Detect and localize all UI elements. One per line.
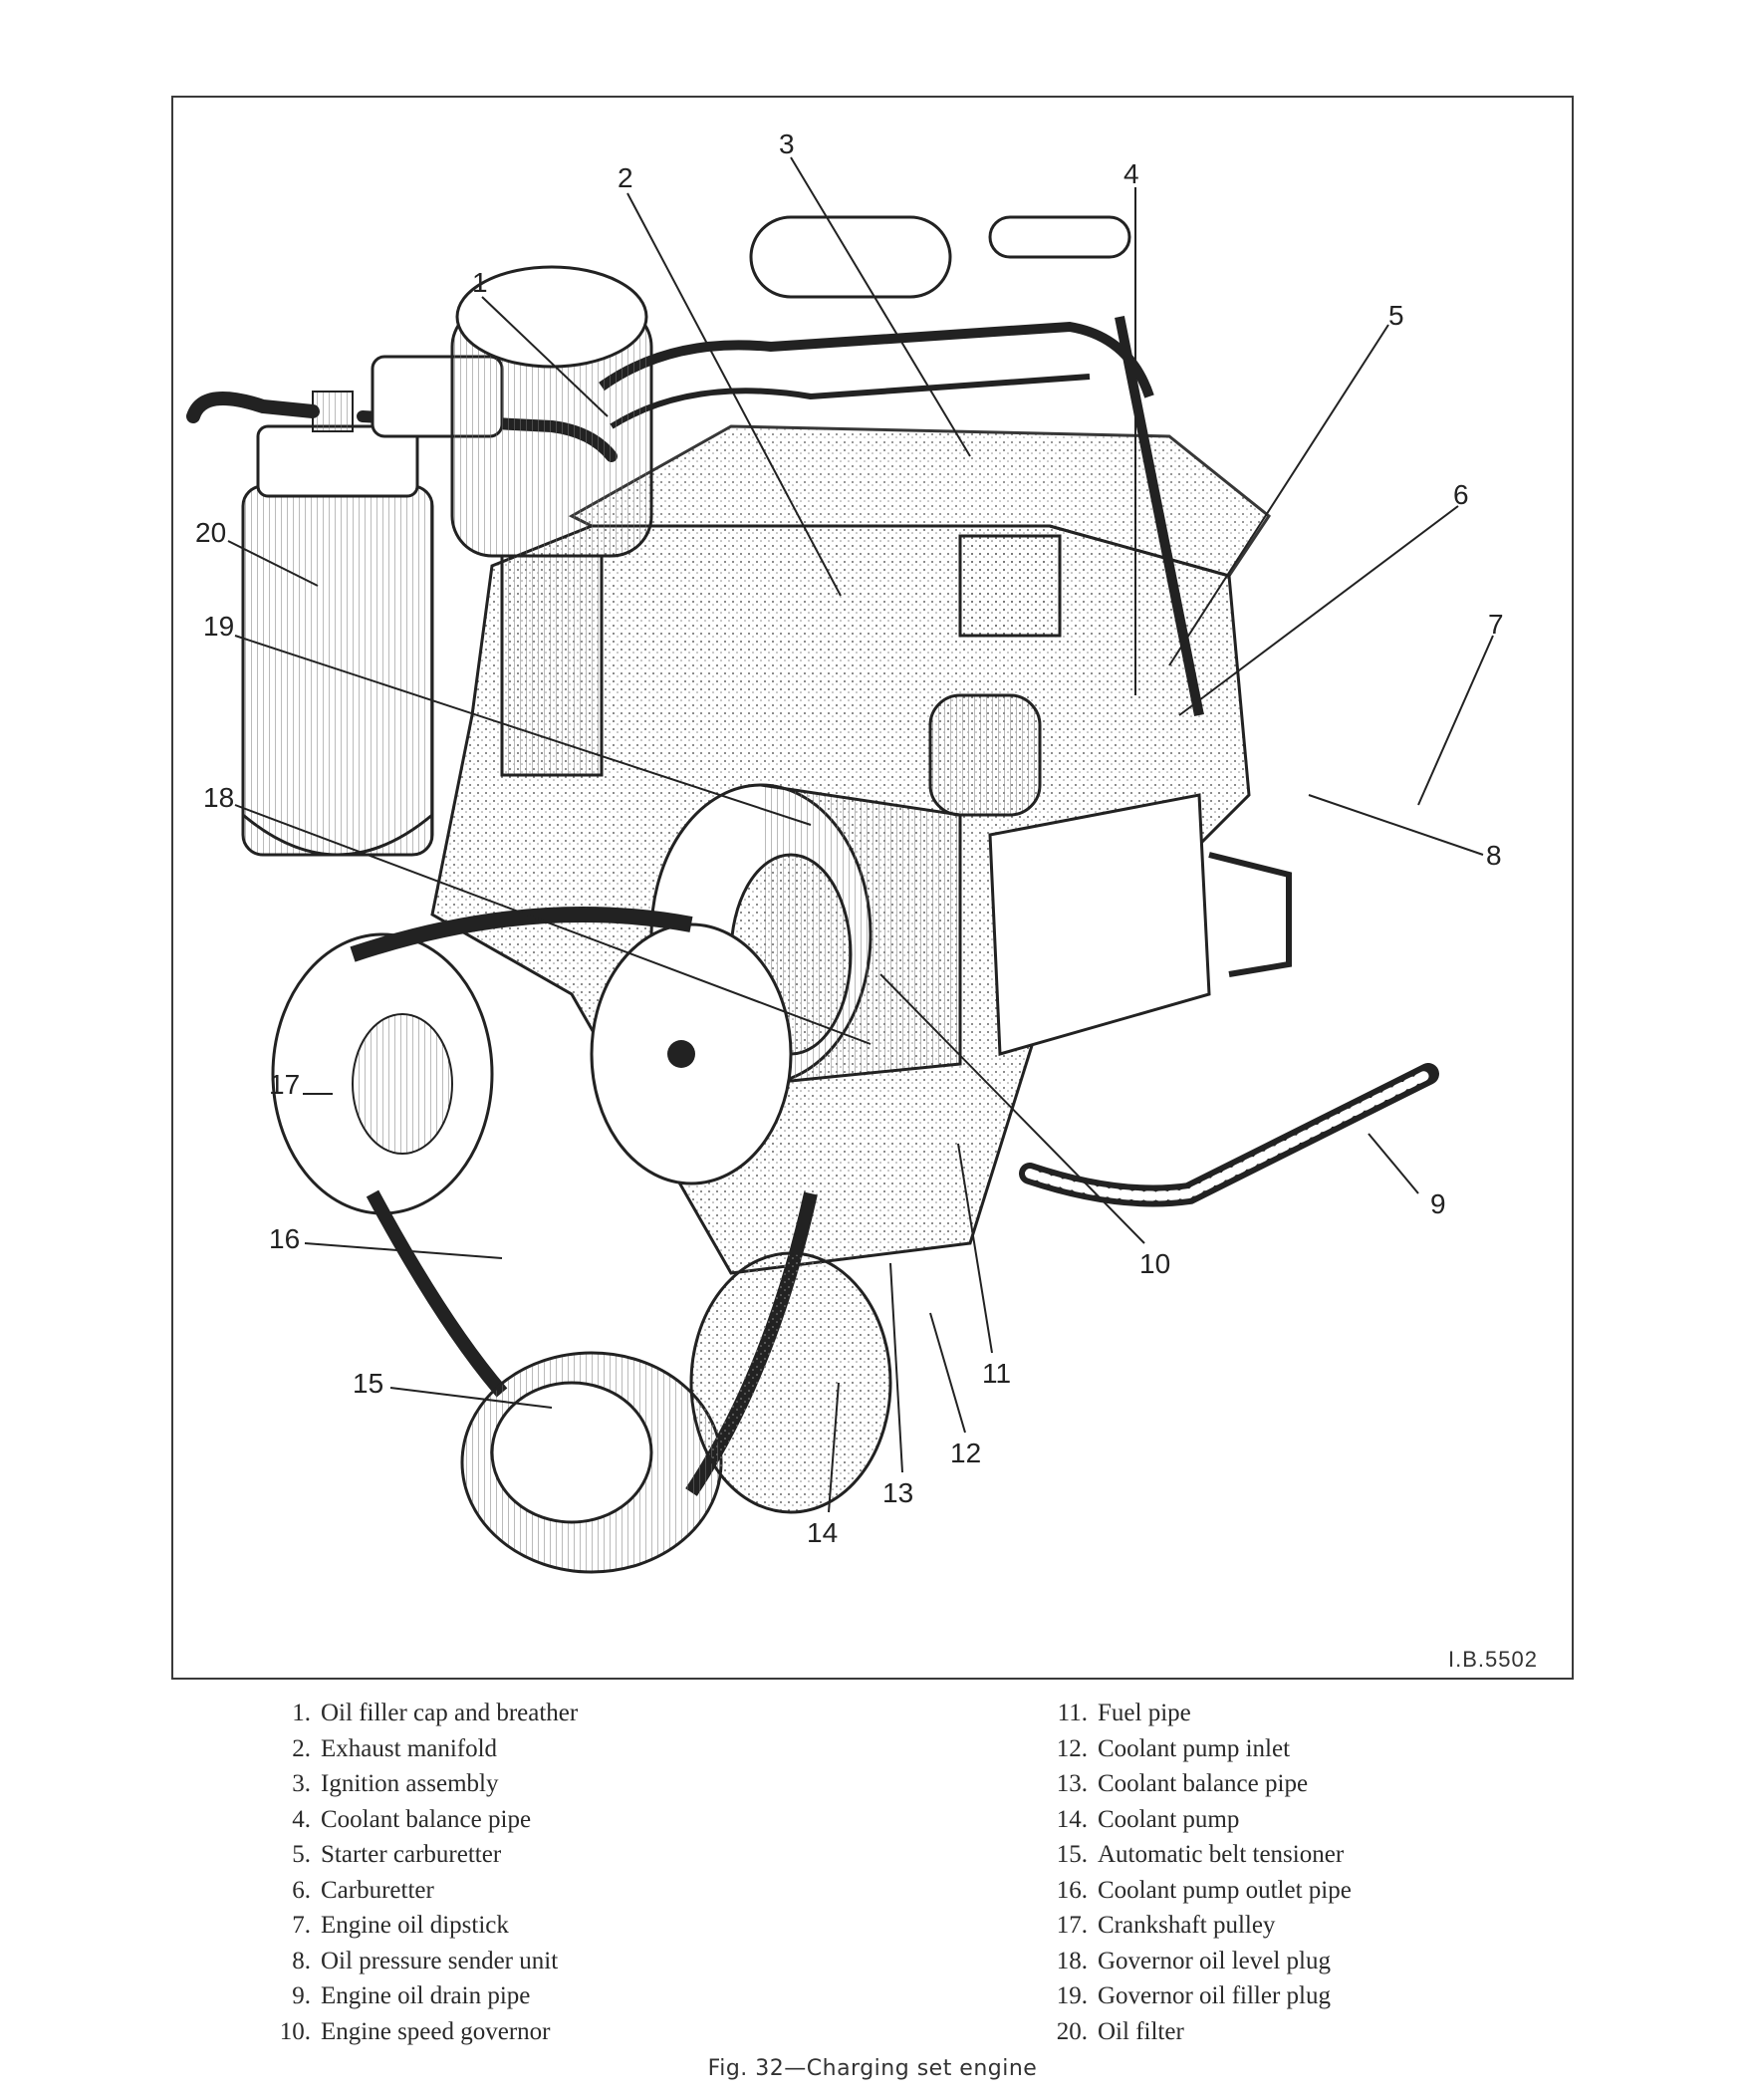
legend-item: 2.Exhaust manifold [292,1734,498,1762]
legend-label: Automatic belt tensioner [1098,1841,1345,1868]
callout-11: 11 [982,1358,1011,1389]
callout-13: 13 [882,1477,913,1508]
callout-6: 6 [1453,479,1469,510]
legend-label: Oil pressure sender unit [321,1947,559,1974]
belt-tensioner-shape [366,1189,892,1574]
legend-item: 9.Engine oil drain pipe [292,1982,531,2009]
callout-1: 1 [472,267,488,298]
legend-item: 1.Oil filler cap and breather [292,1700,579,1726]
legend-label: Engine oil drain pipe [321,1982,531,2009]
callout-3: 3 [779,129,795,159]
oil-filler-cap-shape [450,265,653,777]
callout-18: 18 [203,782,234,813]
legend-item: 18.Governor oil level plug [1056,1947,1331,1974]
legend-item: 12.Coolant pump inlet [1056,1734,1291,1762]
legend-item: 8.Oil pressure sender unit [292,1947,559,1974]
figure-caption: Fig. 32—Charging set engine [707,2056,1038,2081]
legend-item: 13.Coolant balance pipe [1056,1770,1309,1797]
callout-2: 2 [618,162,633,193]
legend-column-right: 11.Fuel pipe 12.Coolant pump inlet 13.Co… [1044,1696,1352,2049]
legend-label: Ignition assembly [321,1770,499,1797]
carburetter-shape [928,316,1292,1056]
callout-16: 16 [269,1223,300,1254]
legend-item: 17.Crankshaft pulley [1056,1912,1276,1939]
legend-item: 15.Automatic belt tensioner [1056,1841,1345,1868]
legend-item: 16.Coolant pump outlet pipe [1056,1876,1352,1904]
figure-reference-code: I.B.5502 [1448,1647,1538,1672]
legend-label: Engine oil dipstick [321,1912,509,1939]
leader-lines [227,156,1494,1513]
callout-10: 10 [1139,1248,1170,1279]
callout-8: 8 [1486,840,1502,871]
legend-item: 6.Carburetter [292,1876,434,1904]
legend-item: 5.Starter carburetter [292,1841,502,1868]
legend-label: Coolant pump [1098,1805,1240,1833]
legend-item: 14.Coolant pump [1056,1805,1240,1833]
legend-label: Oil filter [1098,2017,1184,2045]
legend-item: 19.Governor oil filler plug [1056,1982,1331,2009]
legend-label: Governor oil level plug [1098,1947,1331,1974]
callout-12: 12 [950,1438,981,1468]
callout-14: 14 [807,1517,838,1548]
legend-item: 4.Coolant balance pipe [292,1805,532,1833]
callout-19: 19 [203,611,234,642]
legend-label: Coolant balance pipe [1098,1770,1309,1797]
callout-7: 7 [1488,609,1504,640]
oil-drain-pipe-shape [1019,1063,1439,1207]
callout-17: 17 [269,1069,300,1100]
legend-label: Governor oil filler plug [1098,1982,1331,2009]
callout-15: 15 [353,1368,383,1399]
legend-item: 10.Engine speed governor [279,2017,551,2045]
figure-frame: 1 2 3 4 5 6 7 8 9 10 11 12 13 14 15 16 1… [171,96,1574,1680]
legend-item: 7.Engine oil dipstick [292,1912,509,1939]
legend-label: Carburetter [321,1876,434,1904]
legend-label: Engine speed governor [321,2017,551,2045]
legend-label: Crankshaft pulley [1098,1912,1276,1939]
legend-column-left: 1.Oil filler cap and breather 2.Exhaust … [267,1696,578,2049]
callout-9: 9 [1430,1188,1446,1219]
legend-label: Fuel pipe [1098,1700,1191,1726]
legend-item: 20.Oil filter [1056,2017,1184,2045]
legend-label: Oil filler cap and breather [321,1700,579,1726]
legend-label: Starter carburetter [321,1841,502,1868]
legend-label: Coolant pump inlet [1098,1734,1291,1762]
legend-label: Coolant balance pipe [321,1805,532,1833]
callout-20: 20 [195,517,226,548]
legend-item: 11.Fuel pipe [1057,1700,1191,1726]
callout-5: 5 [1388,300,1404,331]
crankshaft-pulley-shape [271,907,793,1215]
legend-label: Exhaust manifold [321,1734,498,1762]
callout-4: 4 [1123,158,1139,189]
engine-illustration: 1 2 3 4 5 6 7 8 9 10 11 12 13 14 15 16 1… [186,129,1538,1672]
legend-item: 3.Ignition assembly [292,1770,499,1797]
legend-label: Coolant pump outlet pipe [1098,1876,1352,1904]
